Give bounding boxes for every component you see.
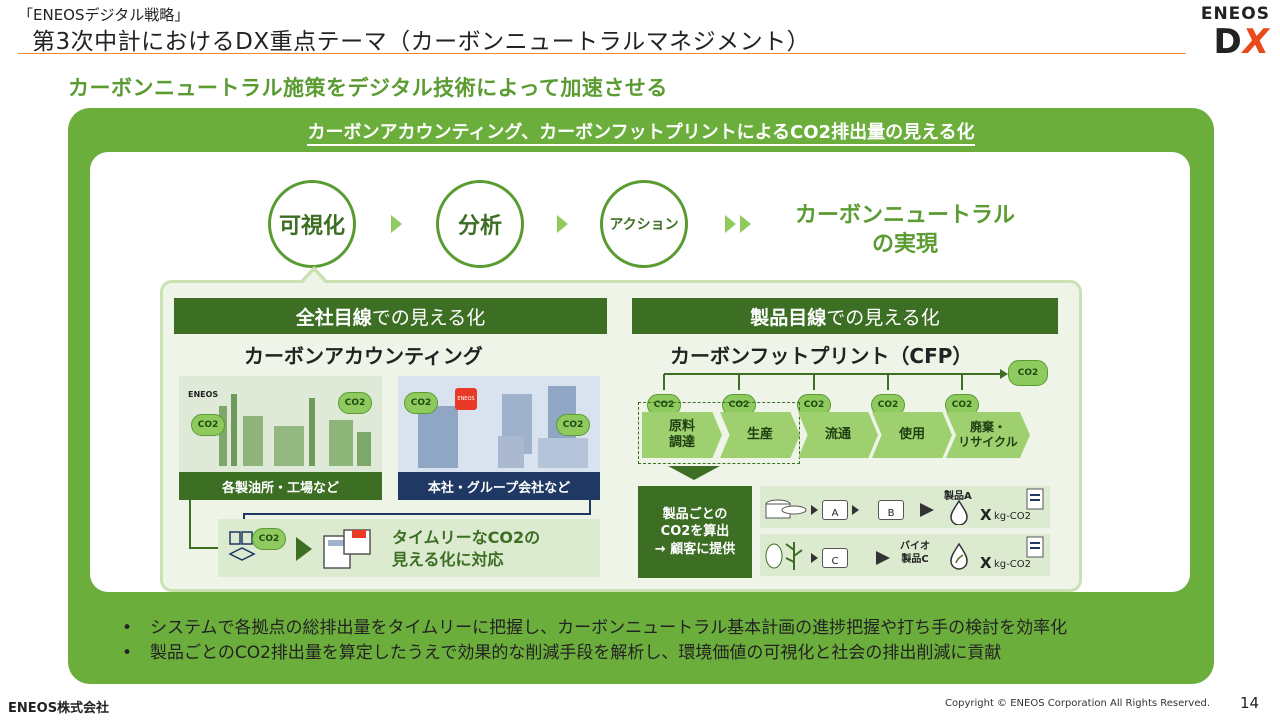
arrow-right-icon — [811, 553, 818, 563]
header-divider — [18, 53, 1186, 54]
site-label-refineries: 各製油所・工場など — [179, 472, 382, 500]
page-number: 14 — [1240, 694, 1260, 712]
eneos-badge-icon: ENEOS — [455, 388, 477, 410]
arrow-down-icon — [668, 466, 720, 480]
co2-cloud-icon: CO2 — [1008, 360, 1048, 386]
section-kicker: 「ENEOSデジタル戦略」 — [18, 6, 190, 24]
page-title: 第3次中計におけるDX重点テーマ（カーボンニュートラルマネジメント） — [32, 29, 811, 55]
unit-label: kg-CO2 — [994, 511, 1031, 522]
stage-disposal: 廃棄・ リサイクル — [946, 412, 1030, 458]
product-row-c — [760, 534, 1050, 576]
stage-production: 生産 — [720, 412, 800, 458]
document-chart-icon — [1026, 488, 1044, 510]
droplet-icon — [950, 499, 968, 525]
brand-logo: ENEOS — [1200, 4, 1270, 24]
chevron-right-icon — [557, 215, 568, 233]
chevron-right-icon — [391, 215, 402, 233]
arrow-right-icon — [876, 551, 890, 565]
arrow-right-icon — [920, 503, 934, 517]
chevron-right-icon — [740, 215, 751, 233]
product-a-label: 製品A — [944, 491, 972, 502]
eneos-mini-logo: ENEOS — [188, 390, 219, 399]
co2-cloud-icon: CO2 — [647, 394, 681, 416]
product-b-box-icon: B — [878, 500, 904, 520]
flow-step-visualize: 可視化 — [268, 180, 356, 268]
summary-bullets: システムで各拠点の総排出量をタイムリーに把握し、カーボンニュートラル基本計画の進… — [120, 616, 1067, 665]
carbon-footprint-title: カーボンフットプリント（CFP） — [670, 344, 973, 368]
copyright-notice: Copyright © ENEOS Corporation All Rights… — [945, 698, 1211, 709]
flow-goal: カーボンニュートラル の実現 — [794, 203, 1015, 257]
biomass-plant-icon — [765, 542, 803, 570]
unit-label: kg-CO2 — [994, 559, 1031, 570]
product-a-box-icon: A — [822, 500, 848, 520]
arrow-right-icon — [296, 537, 312, 561]
calc-per-product-box: 製品ごとの CO2を算出 → 顧客に提供 — [638, 486, 752, 578]
emission-accumulation-line — [663, 369, 1008, 390]
stage-use: 使用 — [872, 412, 952, 458]
timely-visualization-text: タイムリーなCO2の 見える化に対応 — [392, 528, 541, 569]
flow-step-analyze: 分析 — [436, 180, 524, 268]
co2-cloud-icon: CO2 — [252, 528, 286, 550]
barrel-icon — [765, 499, 807, 519]
flow-step-action: アクション — [600, 180, 688, 268]
multiply-sign: X — [980, 554, 992, 572]
co2-cloud-icon: CO2 — [722, 394, 756, 416]
company-view-band: 全社目線 での見える化 — [174, 298, 607, 334]
co2-cloud-icon: CO2 — [338, 392, 372, 414]
arrow-right-icon — [852, 505, 859, 515]
calculator-dashboard-icon — [323, 529, 371, 569]
co2-cloud-icon: CO2 — [556, 414, 590, 436]
multiply-sign: X — [980, 506, 992, 524]
building-icon — [418, 386, 588, 468]
scope-highlight — [638, 402, 800, 464]
chevron-right-icon — [725, 215, 736, 233]
co2-cloud-icon: CO2 — [191, 414, 225, 436]
factory-icon — [219, 394, 371, 466]
product-c-box-icon: C — [822, 548, 848, 568]
frame-heading: カーボンアカウンティング、カーボンフットプリントによるCO2排出量の見える化 — [68, 118, 1214, 146]
list-item: 製品ごとのCO2排出量を算定したうえで効果的な削減手段を解析し、環境価値の可視化… — [120, 641, 1067, 666]
carbon-accounting-title: カーボンアカウンティング — [244, 344, 483, 368]
list-item: システムで各拠点の総排出量をタイムリーに把握し、カーボンニュートラル基本計画の進… — [120, 616, 1067, 641]
slide-subtitle: カーボンニュートラル施策をデジタル技術によって加速させる — [68, 76, 668, 100]
panel-pointer-inner — [303, 271, 325, 283]
product-row-a — [760, 486, 1050, 528]
refinery-illustration — [179, 376, 382, 472]
stage-procurement: 原料 調達 — [642, 412, 722, 458]
product-view-band: 製品目線 での見える化 — [632, 298, 1058, 334]
arrow-right-icon — [811, 505, 818, 515]
footer-company-logo: ENEOS株式会社 — [8, 701, 110, 716]
stage-distribution: 流通 — [798, 412, 878, 458]
droplet-leaf-icon — [950, 542, 968, 570]
document-chart-icon — [1026, 536, 1044, 558]
co2-cloud-icon: CO2 — [404, 392, 438, 414]
bio-product-label: バイオ 製品C — [900, 541, 930, 565]
dx-logo: DX — [1213, 22, 1270, 62]
timely-visualization-box — [218, 519, 600, 577]
site-label-headquarters: 本社・グループ会社など — [398, 472, 600, 500]
